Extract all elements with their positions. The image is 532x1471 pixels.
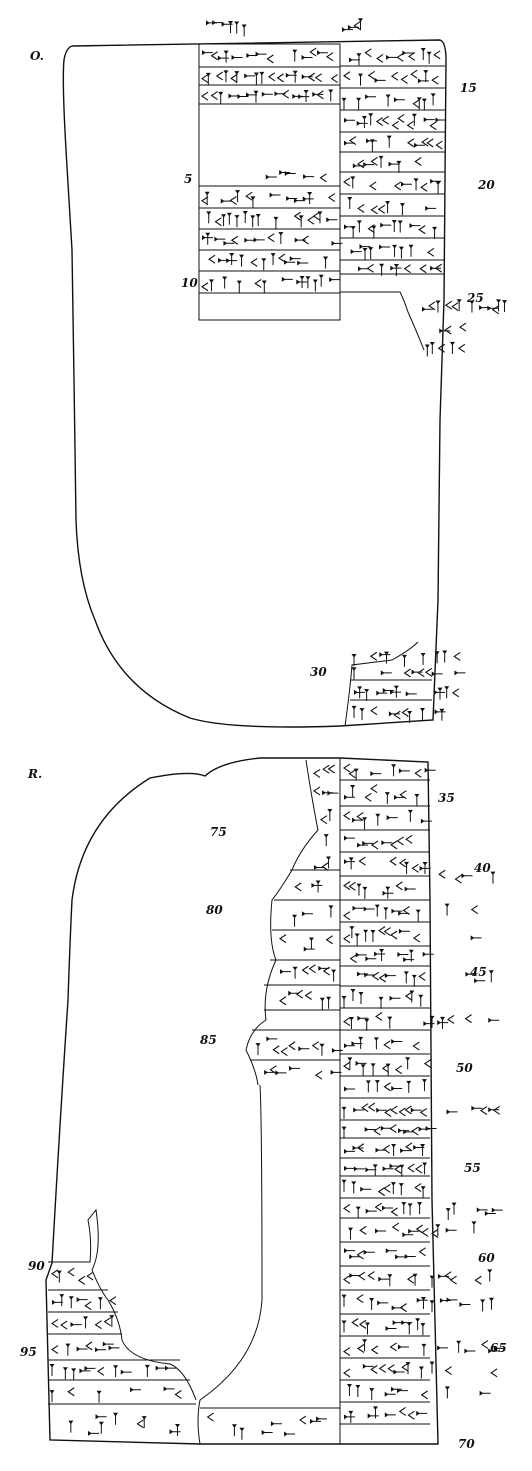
reverse-right-column (339, 758, 430, 1444)
line-number-30: 30 (310, 665, 327, 679)
obverse-cuneiform-signs (201, 18, 508, 723)
line-number-10: 10 (181, 276, 198, 290)
reverse-lower-left-fragment (48, 1208, 340, 1409)
line-number-75: 75 (210, 825, 227, 839)
reverse-face: R. (20, 757, 507, 1451)
obverse-left-column (198, 43, 341, 321)
obverse-side-label: O. (30, 49, 44, 63)
reverse-cuneiform-signs (49, 763, 505, 1440)
line-number-85: 85 (200, 1033, 217, 1047)
obverse-break-edge (340, 291, 425, 351)
obverse-lower-break (344, 641, 419, 727)
line-number-45: 45 (470, 965, 487, 979)
line-number-40: 40 (474, 861, 491, 875)
line-number-65: 65 (490, 1341, 507, 1355)
obverse-right-column (339, 44, 445, 351)
line-number-70: 70 (458, 1437, 475, 1451)
obverse-tablet-outline (62, 39, 447, 728)
reverse-tablet-outline (45, 757, 439, 1445)
line-number-55: 55 (464, 1161, 481, 1175)
reverse-side-label: R. (27, 767, 42, 781)
line-number-95: 95 (20, 1345, 37, 1359)
line-number-15: 15 (460, 81, 477, 95)
line-number-20: 20 (477, 178, 495, 192)
line-number-60: 60 (478, 1251, 495, 1265)
line-number-5: 5 (184, 172, 192, 186)
line-number-25: 25 (466, 291, 484, 305)
line-number-90: 90 (28, 1259, 45, 1273)
reverse-left-fragment (197, 759, 340, 1445)
line-number-80: 80 (206, 903, 223, 917)
line-number-50: 50 (456, 1061, 473, 1075)
line-number-35: 35 (438, 791, 455, 805)
obverse-face: O. (30, 18, 508, 728)
